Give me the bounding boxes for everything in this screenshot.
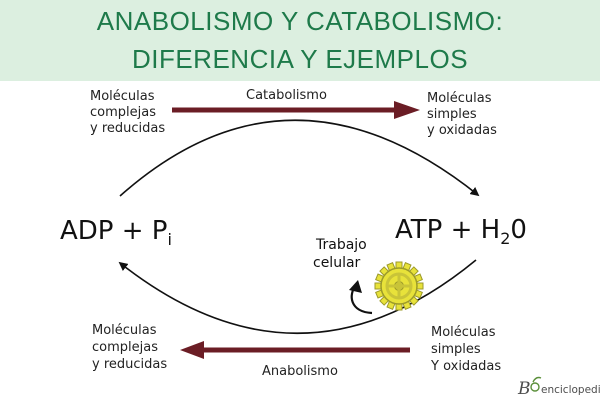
anabolism-target-label: Moléculas complejas y reducidas [92, 323, 167, 372]
adp-node: ADP + Pi [60, 216, 172, 249]
svg-text:simples: simples [431, 342, 481, 357]
anabolism-label: Anabolismo [262, 364, 338, 379]
anabolism-source-label: Moléculas simples Y oxidadas [430, 325, 501, 374]
svg-text:B: B [517, 379, 531, 399]
page-title-line-1: ANABOLISMO Y CATABOLISMO: [96, 6, 504, 36]
svg-text:Moléculas: Moléculas [92, 323, 157, 338]
svg-text:y reducidas: y reducidas [92, 357, 167, 372]
catabolism-arrow [172, 101, 420, 119]
atp-node: ATP + H20 [395, 215, 527, 248]
svg-text:Y oxidadas: Y oxidadas [430, 359, 501, 374]
gear-icon [374, 261, 424, 311]
cycle-upper-arc [119, 119, 480, 197]
page-title-line-2: DIFERENCIA Y EJEMPLOS [131, 44, 469, 74]
svg-text:complejas: complejas [90, 105, 156, 120]
svg-text:complejas: complejas [92, 340, 158, 355]
svg-text:Trabajo: Trabajo [315, 237, 367, 253]
catabolism-source-label: Moléculas complejas y reducidas [90, 89, 165, 136]
svg-text:ATP + H20: ATP + H20 [395, 215, 527, 248]
svg-text:celular: celular [313, 255, 361, 271]
catabolism-target-label: Moléculas simples y oxidadas [427, 91, 497, 138]
cycle-lower-arc [118, 259, 477, 334]
svg-text:simples: simples [427, 107, 477, 122]
title-banner: ANABOLISMO Y CATABOLISMO: DIFERENCIA Y E… [0, 0, 600, 81]
catabolism-label: Catabolismo [246, 88, 327, 103]
svg-text:Moléculas: Moléculas [90, 89, 155, 104]
svg-text:Moléculas: Moléculas [427, 91, 492, 106]
svg-text:y oxidadas: y oxidadas [427, 123, 497, 138]
svg-text:ADP + Pi: ADP + Pi [60, 216, 172, 249]
svg-text:Moléculas: Moléculas [431, 325, 496, 340]
cellular-work-label: Trabajo celular [313, 237, 367, 271]
metabolism-cycle-diagram: Catabolismo Moléculas complejas y reduci… [60, 88, 600, 399]
bioenciclopedia-logo: B enciclopedia [517, 376, 600, 399]
rotation-arrow-icon [349, 280, 373, 315]
anabolism-arrow [180, 341, 410, 359]
svg-text:y reducidas: y reducidas [90, 121, 165, 136]
svg-text:enciclopedia: enciclopedia [541, 384, 600, 396]
